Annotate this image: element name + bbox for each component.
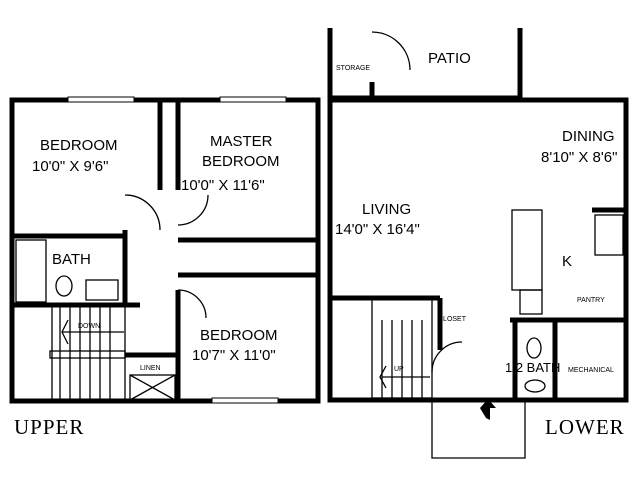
room-label: BEDROOM bbox=[40, 137, 118, 154]
storage-label: STORAGE bbox=[336, 65, 370, 72]
window bbox=[67, 96, 135, 103]
window bbox=[211, 397, 279, 404]
mechanical-label: MECHANICAL bbox=[568, 367, 614, 374]
patio-wall bbox=[327, 28, 523, 101]
toilet bbox=[55, 275, 73, 297]
room-label: PATIO bbox=[428, 50, 471, 67]
sink bbox=[524, 379, 546, 393]
upper-stairs bbox=[49, 304, 126, 401]
room-label: 1/2 BATH bbox=[505, 360, 560, 375]
entry-porch bbox=[431, 400, 526, 459]
arrow-icon bbox=[379, 365, 387, 389]
floor-title: LOWER bbox=[545, 415, 625, 439]
upper-outer-wall bbox=[9, 97, 321, 404]
entry-arrow-icon bbox=[480, 399, 496, 420]
refrigerator bbox=[519, 289, 543, 315]
room-size: 10'7" X 11'0" bbox=[192, 347, 276, 364]
room-label: BEDROOM bbox=[200, 327, 278, 344]
stairs-label: UP bbox=[394, 366, 404, 373]
sink bbox=[85, 279, 119, 301]
lower-floor: STORAGE PATIO DINING 8'10" X 8'6" LIVING… bbox=[327, 28, 629, 459]
room-label: BATH bbox=[52, 251, 91, 268]
room-size: 14'0" X 16'4" bbox=[335, 221, 420, 238]
lower-outer-wall bbox=[327, 97, 629, 403]
room-size: 10'0" X 9'6" bbox=[32, 158, 108, 175]
door-swing bbox=[371, 31, 411, 71]
bathtub bbox=[15, 239, 47, 303]
pantry-label: PANTRY bbox=[577, 297, 605, 304]
room-label: K bbox=[562, 253, 572, 270]
window bbox=[219, 96, 287, 103]
upper-floor: BEDROOM 10'0" X 9'6" MASTER BEDROOM 10'0… bbox=[9, 96, 321, 439]
counter bbox=[511, 209, 543, 291]
room-size: 10'0" X 11'6" bbox=[181, 177, 265, 194]
room-size: 8'10" X 8'6" bbox=[541, 149, 617, 166]
arrow-icon bbox=[61, 319, 69, 345]
room-label: DINING bbox=[562, 128, 615, 145]
stove bbox=[594, 214, 624, 256]
storage-box bbox=[129, 374, 176, 401]
door-swing bbox=[177, 194, 209, 226]
lower-stairs bbox=[371, 297, 433, 399]
floor-title: UPPER bbox=[14, 415, 84, 439]
closet-label: CLOSET bbox=[438, 316, 467, 323]
stairs-label: DOWN bbox=[78, 323, 100, 330]
room-label: LIVING bbox=[362, 201, 411, 218]
room-label: MASTER bbox=[210, 133, 273, 150]
door-swing bbox=[124, 194, 161, 231]
door-swing bbox=[177, 289, 207, 319]
room-label: BEDROOM bbox=[202, 153, 280, 170]
toilet bbox=[526, 337, 542, 359]
linen-label: LINEN bbox=[140, 365, 161, 372]
door-swing bbox=[431, 341, 463, 373]
